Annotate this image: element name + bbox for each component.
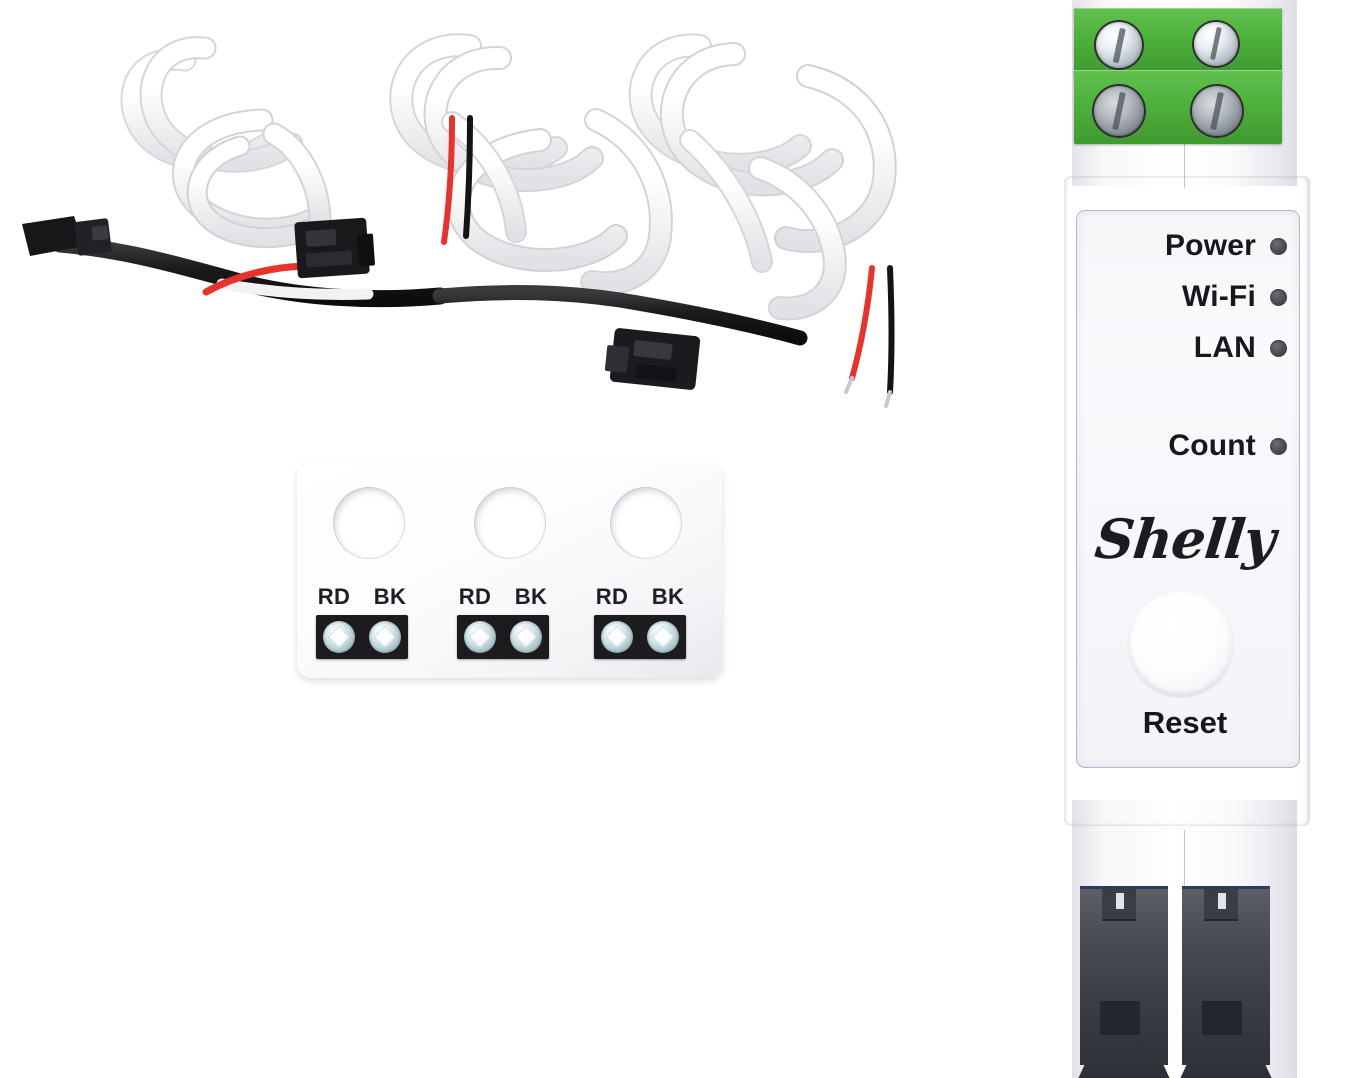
led-indicator-count: Count (1168, 431, 1287, 461)
cable-connector-left (22, 216, 112, 256)
terminal-labels-3: RD BK (593, 584, 687, 610)
plate-screw-bk-2[interactable] (510, 621, 542, 653)
shelly-brand-logo: Shelly (1092, 507, 1278, 571)
cable-bundle-middle (389, 33, 673, 296)
din-clip-pin-left (1116, 893, 1124, 909)
terminal-tier-lower[interactable] (1074, 70, 1282, 144)
terminal-labels-1: RD BK (315, 584, 409, 610)
green-terminal-block[interactable] (1074, 8, 1282, 144)
ct-hole-1 (333, 487, 405, 559)
housing-seam-lower (1184, 830, 1185, 890)
screw-pair-1[interactable] (316, 615, 408, 659)
terminal-label-bk-1: BK (373, 584, 407, 609)
terminal-label-bk-2: BK (514, 584, 548, 609)
led-label-count: Count (1168, 429, 1256, 462)
terminal-label-rd-1: RD (317, 584, 351, 609)
cable-bundle-left (120, 36, 332, 249)
terminal-screw-upper-left[interactable] (1096, 22, 1142, 68)
screw-pair-3[interactable] (594, 615, 686, 659)
din-clip-foot-left (1078, 1059, 1170, 1078)
terminal-tier-upper[interactable] (1074, 8, 1282, 74)
led-label-power: Power (1164, 229, 1256, 262)
cable-connector-middle (294, 217, 375, 279)
three-channel-terminal-plate: RD BK RD BK RD BK (297, 463, 722, 678)
led-dot-lan-icon (1270, 339, 1287, 357)
led-dot-count-icon (1270, 437, 1287, 455)
din-clip-notch-left (1100, 1001, 1140, 1035)
din-clip-notch-right (1202, 1001, 1242, 1035)
led-indicator-lan: LAN (1194, 333, 1287, 363)
device-faceplate: Power Wi-Fi LAN Count Shelly Reset (1076, 210, 1300, 768)
sensor-cable-bundles (0, 0, 980, 440)
led-indicator-power: Power (1165, 231, 1287, 261)
terminal-screw-upper-right[interactable] (1194, 22, 1238, 66)
cable-bundle-right (628, 33, 897, 408)
plate-screw-rd-3[interactable] (601, 621, 633, 653)
terminal-labels-2: RD BK (456, 584, 550, 610)
led-label-lan: LAN (1193, 331, 1256, 364)
din-clip-foot-right (1180, 1059, 1272, 1078)
reset-button-label: Reset (1142, 705, 1228, 740)
plate-screw-rd-1[interactable] (323, 621, 355, 653)
terminal-label-rd-3: RD (595, 584, 629, 609)
screw-pair-2[interactable] (457, 615, 549, 659)
led-label-wifi: Wi-Fi (1181, 280, 1256, 313)
reset-button[interactable] (1129, 592, 1233, 696)
terminal-screw-lower-left[interactable] (1094, 86, 1144, 136)
cable-connector-right (604, 328, 701, 390)
ct-hole-2 (474, 487, 546, 559)
ct-hole-3 (610, 487, 682, 559)
din-clip-pin-right (1218, 893, 1226, 909)
plate-screw-bk-1[interactable] (369, 621, 401, 653)
shelly-din-rail-device: Power Wi-Fi LAN Count Shelly Reset (1050, 0, 1320, 1078)
led-indicator-wifi: Wi-Fi (1182, 282, 1287, 312)
led-dot-wifi-icon (1270, 288, 1287, 306)
din-rail-clip-right[interactable] (1180, 886, 1272, 1078)
din-rail-clip-left[interactable] (1078, 886, 1170, 1078)
terminal-label-rd-2: RD (458, 584, 492, 609)
terminal-screw-lower-right[interactable] (1192, 86, 1242, 136)
plate-screw-rd-2[interactable] (464, 621, 496, 653)
housing-seam-upper (1184, 140, 1185, 188)
cable-harness-black (51, 235, 808, 346)
led-dot-power-icon (1270, 237, 1287, 255)
plate-screw-bk-3[interactable] (647, 621, 679, 653)
terminal-label-bk-3: BK (651, 584, 685, 609)
